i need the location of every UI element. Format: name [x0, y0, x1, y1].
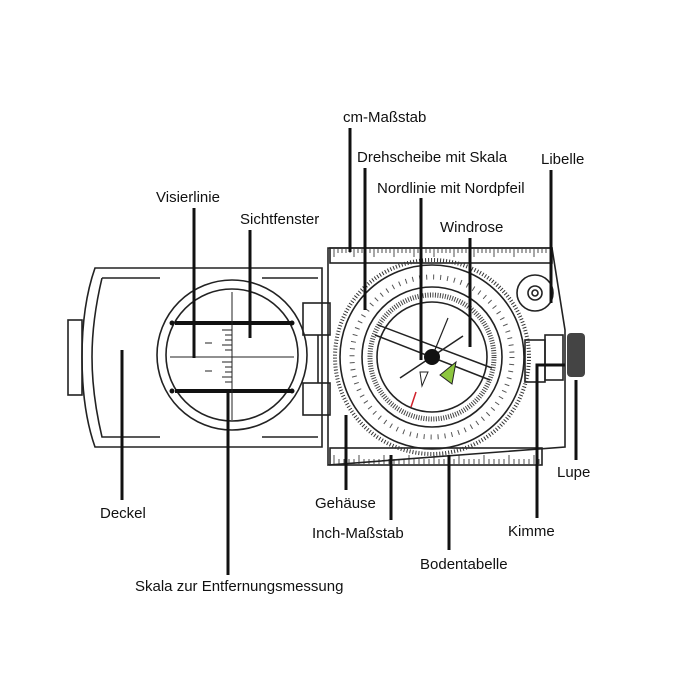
- label-magnifier: Lupe: [557, 464, 591, 481]
- hinge: [302, 302, 331, 416]
- base-housing: [327, 247, 566, 466]
- label-compass-rose: Windrose: [440, 219, 504, 236]
- magnifier-shape: [524, 333, 585, 383]
- lid-shape: [67, 267, 323, 448]
- label-inch-scale: Inch-Maßstab: [312, 525, 404, 542]
- label-sight-window: Sichtfenster: [240, 211, 320, 228]
- leader-lines: [120, 128, 578, 575]
- label-rear-sight: Kimme: [508, 523, 555, 540]
- label-north-line: Nordlinie mit Nordpfeil: [377, 180, 525, 197]
- label-housing: Gehäuse: [315, 495, 376, 512]
- label-distance-scale: Skala zur Entfernungsmessung: [135, 578, 344, 595]
- sight-window-shape: [156, 279, 308, 431]
- label-cm-scale: cm-Maßstab: [343, 109, 427, 126]
- label-rotating-dial: Drehscheibe mit Skala: [357, 149, 508, 166]
- label-libelle: Libelle: [541, 151, 585, 168]
- rotating-dial: [333, 258, 531, 456]
- label-sight-line: Visierlinie: [156, 189, 220, 206]
- label-lid: Deckel: [100, 505, 146, 522]
- label-base-table: Bodentabelle: [420, 556, 508, 573]
